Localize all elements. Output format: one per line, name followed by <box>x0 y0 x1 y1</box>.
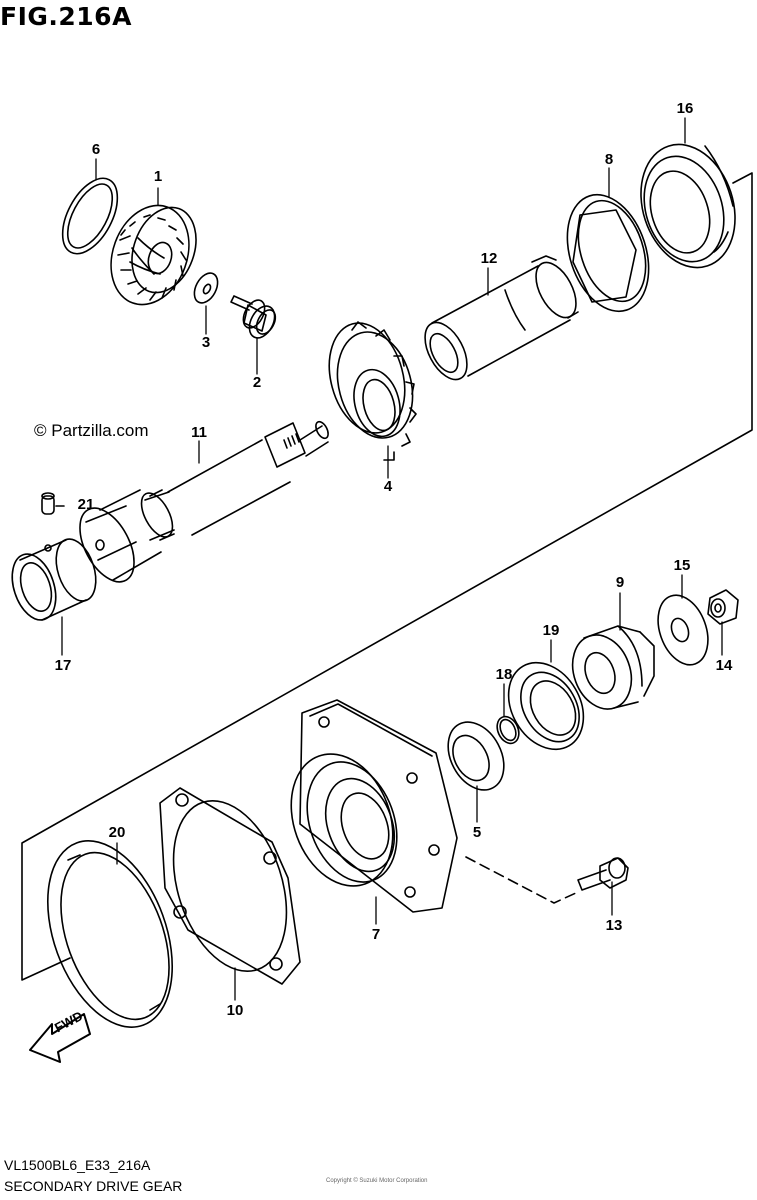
figure-title: FIG.216A <box>0 2 132 31</box>
oil-seal-16 <box>640 143 736 269</box>
fine-print: Copyright © Suzuki Motor Corporation <box>326 1178 428 1184</box>
part-label-10: 10 <box>226 1002 244 1019</box>
part-label-17: 17 <box>54 657 72 674</box>
spacer-12 <box>424 255 579 381</box>
drive-shaft-11 <box>79 420 329 583</box>
bolt-13 <box>577 857 629 891</box>
copyright-notice: © Partzilla.com <box>34 421 149 440</box>
o-ring-6 <box>61 177 119 255</box>
part-label-20: 20 <box>108 824 126 841</box>
part-label-1: 1 <box>153 168 163 185</box>
dowel-pin-21 <box>41 492 65 515</box>
part-label-11: 11 <box>191 424 207 441</box>
fwd-arrow-icon <box>29 1013 91 1063</box>
part-label-4: 4 <box>383 478 393 495</box>
part-label-16: 16 <box>676 100 694 117</box>
part-label-8: 8 <box>604 151 614 168</box>
bevel-gear-4 <box>328 321 417 461</box>
seal-plate-20 <box>46 840 174 1028</box>
needle-bearing-17 <box>11 538 97 621</box>
washer-3 <box>193 272 219 304</box>
part-label-7: 7 <box>371 926 381 943</box>
oil-seal-19 <box>507 661 585 751</box>
o-ring-18 <box>496 715 520 745</box>
part-label-9: 9 <box>615 574 625 591</box>
coupling-9 <box>571 625 655 710</box>
assembly-frame-line <box>21 172 753 981</box>
gear-case-7 <box>290 699 458 913</box>
part-label-18: 18 <box>495 666 513 683</box>
part-label-12: 12 <box>480 250 498 267</box>
figure-code: VL1500BL6_E33_216A <box>4 1157 151 1173</box>
part-label-14: 14 <box>715 657 733 674</box>
seal-ring-5 <box>447 721 505 791</box>
part-label-21: 21 <box>77 496 95 513</box>
nut-14 <box>707 589 739 625</box>
washer-15 <box>657 594 709 666</box>
part-label-19: 19 <box>542 622 560 639</box>
part-label-15: 15 <box>673 557 691 574</box>
part-label-6: 6 <box>91 141 101 158</box>
leader-13 <box>465 856 579 904</box>
part-label-3: 3 <box>201 334 211 351</box>
bolt-2 <box>230 295 277 339</box>
shim-8 <box>566 193 650 313</box>
bevel-gear-1 <box>110 204 197 306</box>
part-label-2: 2 <box>252 374 262 391</box>
part-label-5: 5 <box>472 824 482 841</box>
gasket-10 <box>159 787 301 985</box>
part-label-13: 13 <box>605 917 623 934</box>
figure-name: SECONDARY DRIVE GEAR <box>4 1178 183 1194</box>
